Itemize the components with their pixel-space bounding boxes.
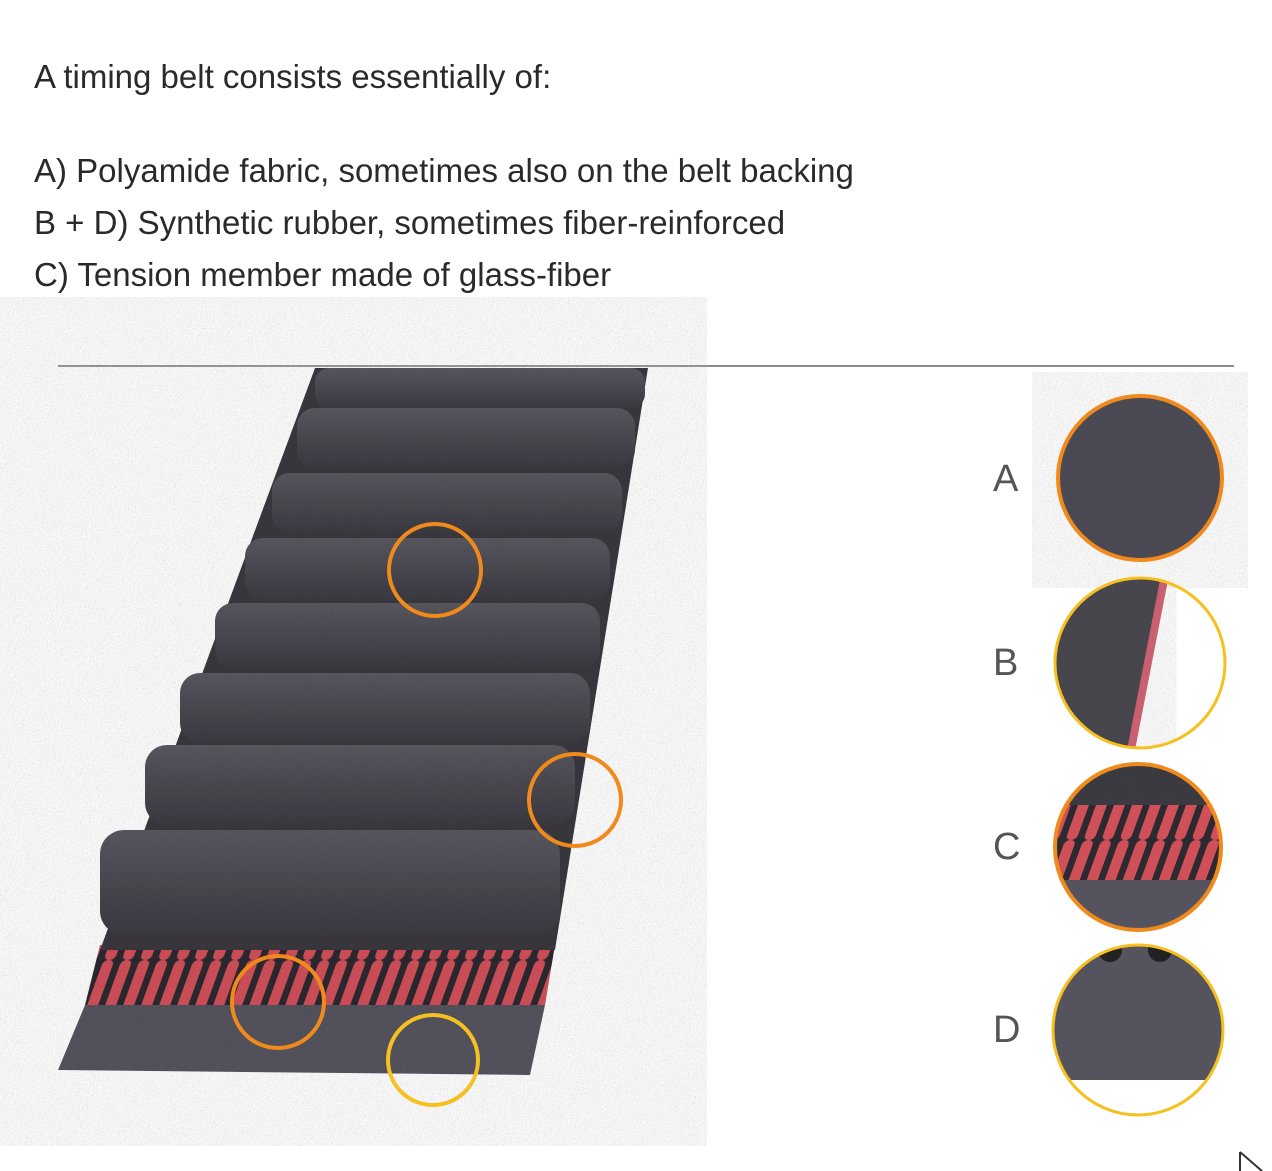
label-c: C xyxy=(993,826,1021,868)
item-bd: B + D) Synthetic rubber, sometimes fiber… xyxy=(34,204,786,241)
belt xyxy=(58,368,648,1075)
item-c: C) Tension member made of glass-fiber xyxy=(34,256,612,293)
highlight-a xyxy=(387,522,483,618)
detail-c xyxy=(1055,764,1221,930)
detail-b xyxy=(1055,578,1168,748)
highlight-c xyxy=(230,954,326,1050)
highlight-b xyxy=(527,752,623,848)
label-a: A xyxy=(993,458,1019,500)
cursor-icon xyxy=(1239,1151,1263,1171)
label-b: B xyxy=(993,642,1019,684)
detail-a xyxy=(1058,396,1222,560)
label-d: D xyxy=(993,1009,1021,1051)
tension-cords xyxy=(85,945,555,1005)
divider xyxy=(58,365,1234,367)
detail-d xyxy=(1053,945,1223,1080)
highlight-circles xyxy=(230,522,623,1107)
highlight-d xyxy=(386,1013,480,1107)
intro-text: A timing belt consists essentially of: xyxy=(34,58,552,95)
item-a: A) Polyamide fabric, sometimes also on t… xyxy=(34,152,854,189)
